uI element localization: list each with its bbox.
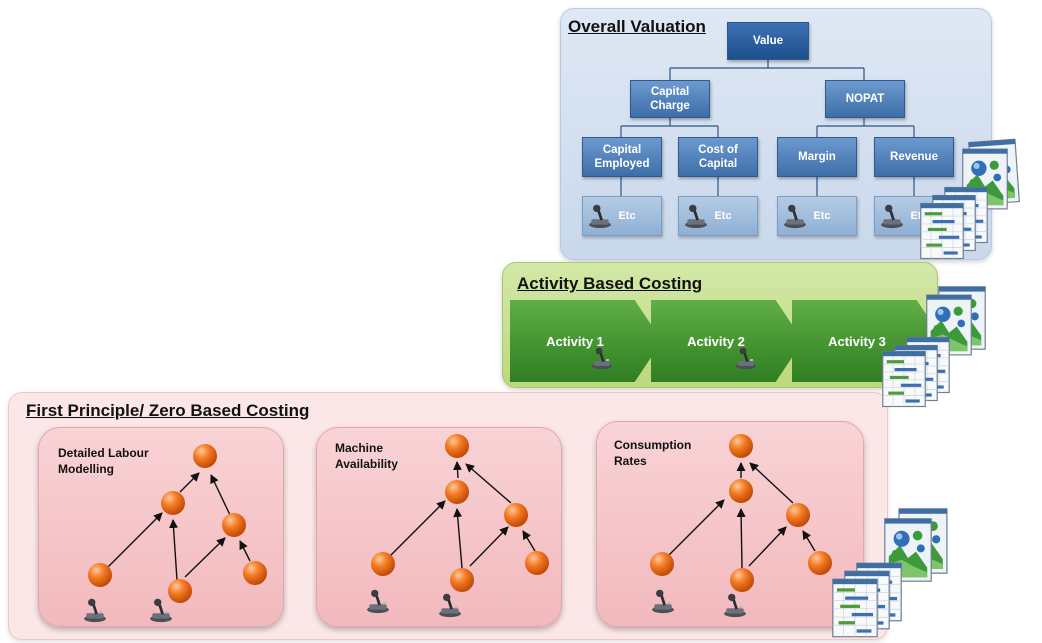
joystick-icon — [587, 203, 613, 229]
etc-node: Etc — [582, 196, 662, 236]
etc-node: Etc — [777, 196, 857, 236]
capital-employed-node: Capital Employed — [582, 137, 662, 177]
joystick-icon — [82, 597, 108, 623]
etc-label: Etc — [714, 210, 732, 222]
overall-valuation-title: Overall Valuation — [568, 17, 706, 36]
value-node: Value — [727, 22, 809, 60]
report-stack-icon — [832, 508, 948, 638]
joystick-icon — [734, 346, 758, 370]
joystick-icon — [683, 203, 709, 229]
joystick-icon — [590, 346, 614, 370]
report-stack-icon — [882, 286, 986, 408]
activity-step: Activity 2 — [651, 300, 803, 382]
etc-label: Etc — [618, 210, 636, 222]
labour-modelling-title: Detailed Labour Modelling — [58, 446, 149, 476]
etc-node: Etc — [678, 196, 758, 236]
cost-of-capital-node: Cost of Capital — [678, 137, 758, 177]
joystick-icon — [722, 592, 748, 618]
joystick-icon — [437, 592, 463, 618]
activity-based-costing-title: Activity Based Costing — [517, 274, 703, 293]
etc-label: Etc — [813, 210, 831, 222]
capital-charge-node: Capital Charge — [630, 80, 710, 118]
activity-step: Activity 1 — [510, 300, 662, 382]
joystick-icon — [782, 203, 808, 229]
machine-availability-title: Machine Availability — [335, 441, 398, 471]
margin-node: Margin — [777, 137, 857, 177]
joystick-icon — [365, 588, 391, 614]
report-stack-icon — [920, 138, 1020, 260]
consumption-rates-title: Consumption Rates — [614, 438, 692, 468]
joystick-icon — [650, 588, 676, 614]
nopat-node: NOPAT — [825, 80, 905, 118]
first-principle-title: First Principle/ Zero Based Costing — [26, 401, 310, 420]
revenue-node: Revenue — [874, 137, 954, 177]
joystick-icon — [879, 203, 905, 229]
joystick-icon — [148, 597, 174, 623]
